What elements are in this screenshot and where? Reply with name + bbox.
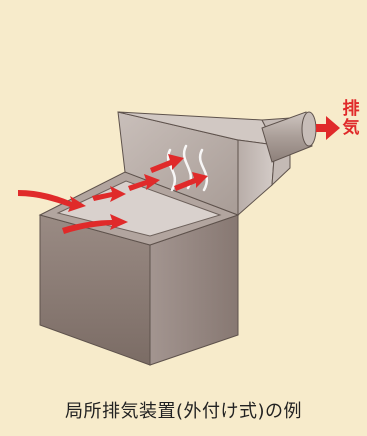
exhaust-label-char-2: 気 xyxy=(340,119,362,138)
duct-outlet xyxy=(302,112,316,146)
exhaust-label: 排 気 xyxy=(340,100,362,138)
arrow-icon xyxy=(316,116,340,140)
exhaust-label-char-1: 排 xyxy=(340,100,362,119)
figure-caption: 局所排気装置(外付け式)の例 xyxy=(0,397,367,423)
